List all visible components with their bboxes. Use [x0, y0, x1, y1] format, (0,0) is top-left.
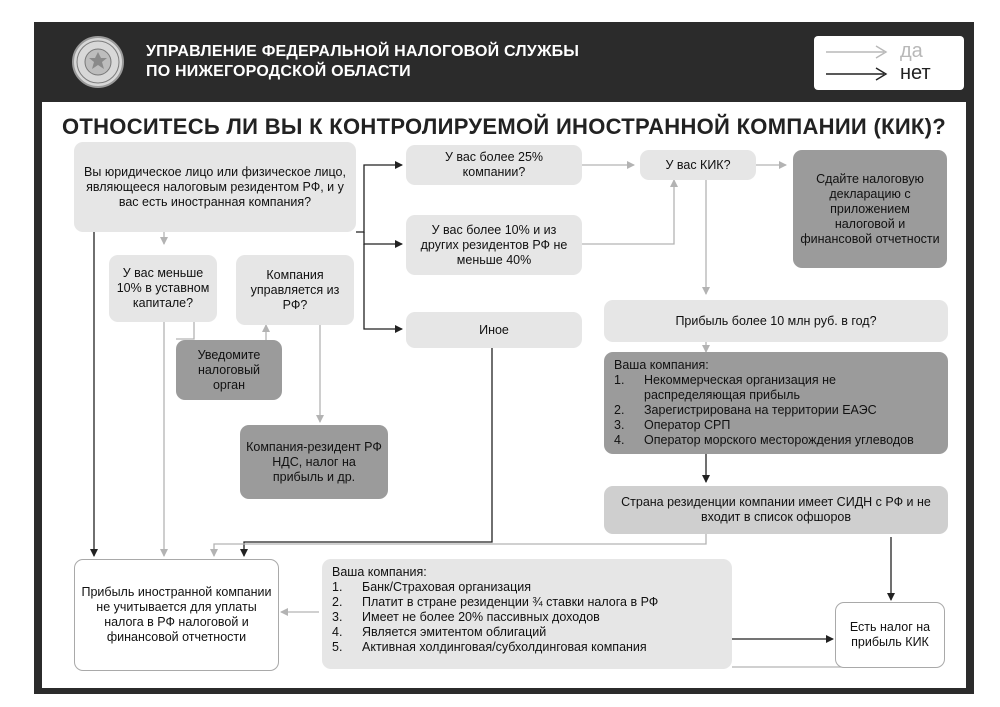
- node-declare: Сдайте налоговую декларацию с приложение…: [793, 150, 947, 268]
- list-item: 5.Активная холдинговая/субхолдинговая ко…: [332, 640, 647, 654]
- list-item: 4.Является эмитентом облигаций: [332, 625, 547, 639]
- node-not-counted-text: Прибыль иностранной компании не учитывае…: [81, 585, 272, 644]
- arrow-right-icon: [826, 45, 888, 59]
- org-name-line1: УПРАВЛЕНИЕ ФЕДЕРАЛЬНОЙ НАЛОГОВОЙ СЛУЖБЫ: [146, 43, 580, 60]
- legend-no-label: нет: [900, 62, 931, 84]
- node-more10-text: У вас более 10% и из других резидентов Р…: [420, 222, 568, 267]
- node-company-conditions-1: Ваша компания: 1.Некоммерческая организа…: [604, 352, 948, 454]
- org-name-line2: ПО НИЖЕГОРОДСКОЙ ОБЛАСТИ: [146, 63, 411, 80]
- frame-right: [966, 102, 974, 694]
- node-have-kik: У вас КИК?: [640, 150, 756, 180]
- flow-connectors: [90, 161, 895, 668]
- list-item: 4.Оператор морского месторождения углево…: [614, 433, 914, 447]
- legend-yes-label: да: [900, 40, 923, 62]
- list-item: 3.Оператор СРП: [614, 418, 731, 432]
- node-notify-text: Уведомите налоговый орган: [197, 347, 261, 392]
- node-other: Иное: [406, 312, 582, 348]
- company2-list: 1.Банк/Страховая организация 2.Платит в …: [332, 580, 722, 655]
- legend-no: нет: [824, 62, 954, 86]
- node-managed-text: Компания управляется из РФ?: [250, 267, 340, 312]
- node-other-text: Иное: [479, 322, 509, 337]
- node-profit-text: Прибыль более 10 млн руб. в год?: [675, 313, 877, 328]
- org-name: УПРАВЛЕНИЕ ФЕДЕРАЛЬНОЙ НАЛОГОВОЙ СЛУЖБЫ …: [146, 42, 579, 82]
- frame-left: [34, 102, 42, 694]
- node-not-counted: Прибыль иностранной компании не учитывае…: [74, 559, 279, 671]
- slide: УПРАВЛЕНИЕ ФЕДЕРАЛЬНОЙ НАЛОГОВОЙ СЛУЖБЫ …: [34, 22, 974, 694]
- node-more25: У вас более 25% компании?: [406, 145, 582, 185]
- fns-emblem-icon: [72, 36, 124, 88]
- node-managed: Компания управляется из РФ?: [236, 255, 354, 325]
- node-less10-text: У вас меньше 10% в уставном капитале?: [116, 266, 210, 310]
- node-notify: Уведомите налоговый орган: [176, 340, 282, 400]
- company2-heading: Ваша компания:: [332, 565, 427, 579]
- company1-heading: Ваша компания:: [614, 358, 709, 372]
- legend: да нет: [814, 36, 964, 90]
- header-bar: УПРАВЛЕНИЕ ФЕДЕРАЛЬНОЙ НАЛОГОВОЙ СЛУЖБЫ …: [34, 22, 974, 102]
- node-more25-text: У вас более 25% компании?: [444, 150, 544, 179]
- node-profit: Прибыль более 10 млн руб. в год?: [604, 300, 948, 342]
- list-item: 2.Платит в стране резиденции ¾ ставки на…: [332, 595, 659, 609]
- list-item: 3.Имеет не более 20% пассивных доходов: [332, 610, 600, 624]
- page-title: ОТНОСИТЕСЬ ЛИ ВЫ К КОНТРОЛИРУЕМОЙ ИНОСТР…: [61, 114, 947, 139]
- node-tax-kik-text: Есть налог на прибыль КИК: [849, 620, 931, 649]
- frame-bottom: [34, 688, 974, 694]
- node-resident: Компания-резидент РФ НДС, налог на прибы…: [240, 425, 388, 499]
- node-resident-text: Компания-резидент РФ НДС, налог на прибы…: [246, 439, 382, 484]
- node-more10: У вас более 10% и из других резидентов Р…: [406, 215, 582, 275]
- legend-yes: да: [824, 40, 954, 64]
- node-tax-kik: Есть налог на прибыль КИК: [835, 602, 945, 668]
- list-item: 1.Некоммерческая организация не распреде…: [614, 373, 836, 402]
- node-declare-text: Сдайте налоговую декларацию с приложение…: [800, 171, 940, 246]
- node-sidn-text: Страна резиденции компании имеет СИДН с …: [621, 495, 931, 524]
- arrow-right-icon: [826, 67, 888, 81]
- node-have-kik-text: У вас КИК?: [665, 157, 731, 172]
- list-item: 1.Банк/Страховая организация: [332, 580, 532, 594]
- node-sidn: Страна резиденции компании имеет СИДН с …: [604, 486, 948, 534]
- list-item: 2.Зарегистрирована на территории ЕАЭС: [614, 403, 877, 417]
- company1-list: 1.Некоммерческая организация не распреде…: [614, 373, 938, 448]
- node-start-text: Вы юридическое лицо или физическое лицо,…: [84, 164, 346, 209]
- node-start: Вы юридическое лицо или физическое лицо,…: [74, 142, 356, 232]
- node-company-conditions-2: Ваша компания: 1.Банк/Страховая организа…: [322, 559, 732, 669]
- node-less10: У вас меньше 10% в уставном капитале?: [109, 255, 217, 322]
